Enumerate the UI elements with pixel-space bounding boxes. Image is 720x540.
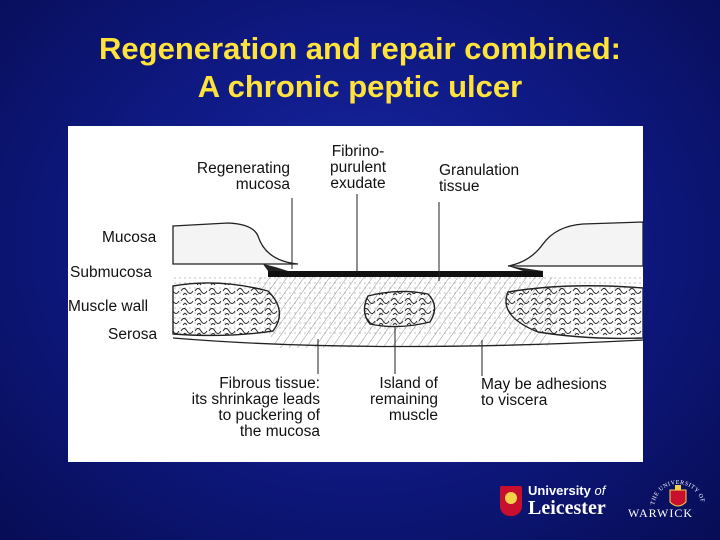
warwick-logo-text: WARWICK	[628, 506, 693, 520]
label-fibrous-line-3: to puckering of	[218, 407, 320, 424]
title-line-1: Regeneration and repair combined:	[99, 31, 621, 66]
label-mucosa: Mucosa	[102, 229, 157, 246]
label-regenerating-mucosa: Regenerating mucosa	[178, 161, 290, 193]
label-adhesions: May be adhesions to viscera	[481, 377, 607, 409]
leicester-logo-line-2: Leicester	[528, 497, 606, 519]
label-island-line-1: Island of	[379, 375, 438, 392]
regenerating-mucosa-tip-right	[508, 266, 543, 271]
ulcer-diagram: Mucosa Submucosa Muscle wall Serosa Rege…	[68, 126, 643, 462]
label-muscle-wall: Muscle wall	[68, 298, 149, 315]
mucosa-right	[507, 221, 643, 267]
leicester-logo-line-1: University	[528, 483, 591, 498]
label-granulation-line-1: Granulation	[439, 162, 520, 179]
label-fibrous-tissue: Fibrous tissue: its shrinkage leads to p…	[158, 376, 320, 440]
label-submucosa: Submucosa	[70, 264, 152, 281]
island-of-muscle	[363, 290, 436, 328]
leicester-logo: University of Leicester	[528, 483, 606, 519]
label-regenerating-line-2: mucosa	[235, 176, 290, 193]
mucosa-left	[172, 222, 299, 265]
exudate-band	[268, 271, 543, 277]
ulcer-cross-section-drawing	[172, 194, 643, 376]
university-logos: University of Leicester THE UNIVERSITY O…	[500, 476, 710, 526]
label-fibrous-line-2: its shrinkage leads	[191, 391, 320, 408]
slide-title: Regeneration and repair combined: A chro…	[0, 30, 720, 106]
label-island-of-muscle: Island of remaining muscle	[348, 376, 438, 424]
label-adhesions-line-2: to viscera	[481, 392, 548, 409]
title-line-2: A chronic peptic ulcer	[197, 69, 523, 104]
label-exudate-line-3: exudate	[330, 175, 386, 192]
label-serosa: Serosa	[108, 326, 158, 343]
label-granulation-line-2: tissue	[439, 178, 480, 195]
muscle-wall-right	[505, 285, 643, 340]
warwick-crest-icon: THE UNIVERSITY OF	[650, 480, 705, 507]
serosa-line	[172, 337, 643, 348]
leicester-crest-icon	[500, 486, 522, 516]
label-regenerating-line-1: Regenerating	[196, 160, 290, 177]
regenerating-mucosa-tip-left	[263, 264, 288, 271]
muscle-wall-left	[172, 282, 281, 337]
leicester-logo-of: of	[594, 483, 606, 498]
label-exudate-line-2: purulent	[329, 159, 386, 176]
label-granulation-tissue: Granulation tissue	[439, 163, 519, 195]
label-island-line-2: remaining	[369, 391, 438, 408]
label-exudate-line-1: Fibrino-	[331, 143, 385, 160]
label-adhesions-line-1: May be adhesions	[481, 376, 607, 393]
label-fibrinopurulent-exudate: Fibrino- purulent exudate	[313, 144, 403, 192]
label-island-line-3: muscle	[388, 407, 438, 424]
label-fibrous-line-4: the mucosa	[239, 423, 320, 440]
label-fibrous-line-1: Fibrous tissue:	[219, 375, 320, 392]
